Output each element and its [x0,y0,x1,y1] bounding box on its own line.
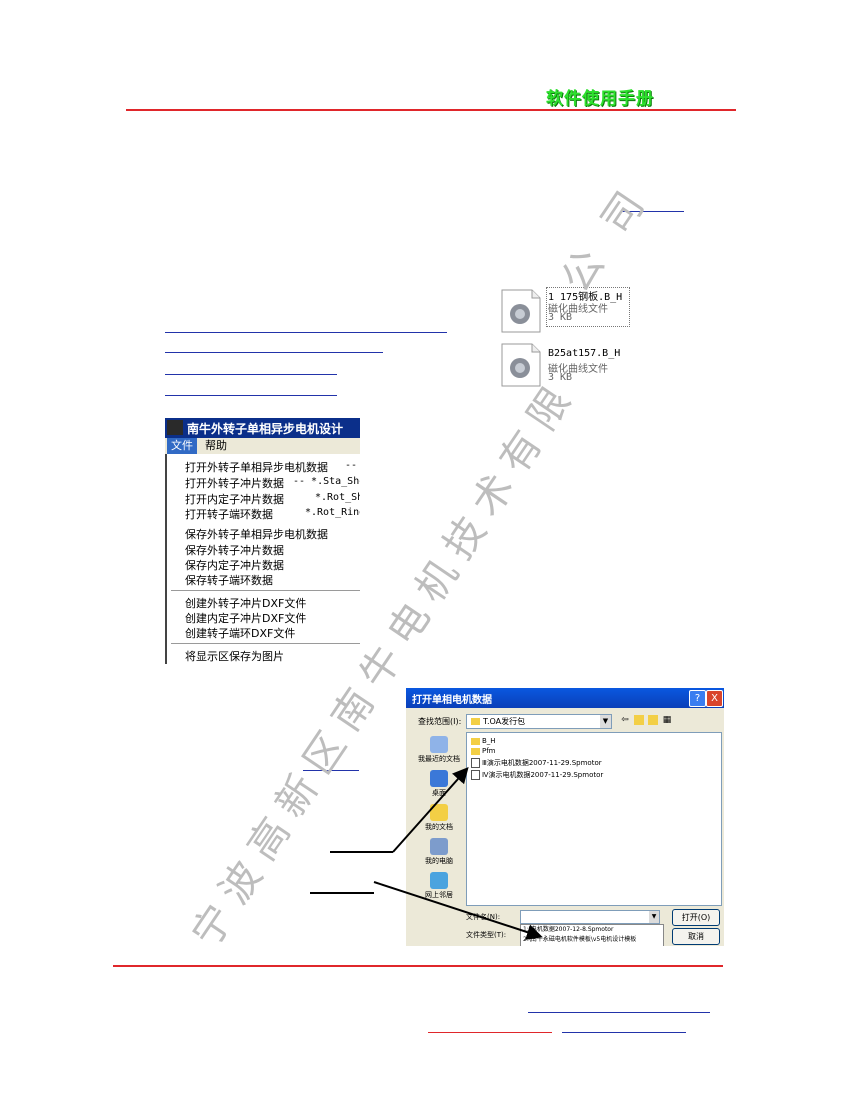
menu-item[interactable]: 创建内定子冲片DXF文件 [185,612,307,625]
menu-item[interactable]: 打开转子端环数据 [185,508,273,521]
computer-icon [430,838,448,855]
place-desktop[interactable]: 桌面 [416,770,462,798]
menu-item[interactable]: 创建转子端环DXF文件 [185,627,296,640]
network-icon [430,872,448,889]
link-underline[interactable] [165,352,383,353]
file-list: B_H Pfm Ⅲ演示电机数据2007-11-29.Spmotor Ⅳ演示电机数… [466,732,722,906]
look-in-label: 查找范围(I): [418,717,462,726]
history-item[interactable]: 2:\南牛永磁电机软件模板\v5电机设计模板 [523,936,637,943]
recent-icon [430,736,448,753]
filename-input[interactable]: ▼ [520,910,660,924]
filetype-label: 文件类型(T): [466,931,507,939]
footer-link-underline[interactable] [562,1032,686,1033]
list-item[interactable]: Pfm [471,747,496,755]
help-button[interactable]: ? [689,690,706,707]
menu-item[interactable]: 打开外转子单相异步电机数据 [185,461,328,474]
menu-item[interactable]: 保存转子端环数据 [185,574,273,587]
footer-rule [113,965,723,967]
dialog-title: 打开单相电机数据 [412,695,492,706]
menu-separator [171,643,360,644]
file-menu-dropdown: 打开外转子单相异步电机数据 -- *.WSpmotor 打开外转子冲片数据 --… [165,454,360,664]
menu-item-ext: -- *.WSpmotor [345,460,360,471]
footer-link-underline[interactable] [428,1032,552,1033]
app-icon [167,420,183,435]
file-item[interactable]: 1 175钢板.B_H 磁化曲线文件 3 KB [500,287,630,336]
filename-history-dropdown[interactable]: 1:\电机数据2007-12-8.Spmotor 2:\南牛永磁电机软件模板\v… [520,924,664,946]
selection-box [546,287,630,327]
folder-icon [471,718,480,725]
cancel-button[interactable]: 取消 [672,928,720,945]
place-computer[interactable]: 我的电脑 [416,838,462,866]
header-title: 软件使用手册 [546,89,654,109]
file-size: 3 KB [548,372,573,383]
desktop-icon [430,770,448,787]
close-button[interactable]: X [706,690,723,707]
menu-separator [171,590,360,591]
folder-icon [471,737,480,745]
file-size: 3 KB [548,312,573,323]
callout-arrow [373,881,543,940]
places-bar: 我最近的文档 桌面 我的文档 我的电脑 网上邻居 [416,732,462,904]
app-title: 南牛外转子单相异步电机设计 [187,422,344,436]
file-item[interactable]: B25at157.B_H 磁化曲线文件 3 KB [500,342,628,390]
menu-item[interactable]: 打开外转子冲片数据 [185,477,284,490]
footer-link-underline[interactable] [528,1012,710,1013]
history-item[interactable]: 1:\电机数据2007-12-8.Spmotor [523,926,614,933]
menu-file[interactable]: 文件 [167,438,197,454]
dialog-titlebar: 打开单相电机数据 ? X [406,688,724,708]
menu-item[interactable]: 保存外转子冲片数据 [185,544,284,557]
chevron-down-icon[interactable]: ▼ [649,911,659,923]
file-type: 磁化曲线文件 [548,304,608,315]
link-underline[interactable] [622,211,684,212]
menu-item[interactable]: 保存外转子单相异步电机数据 [185,528,328,541]
file-icon [471,770,480,780]
menu-item-ext: *.Rot_Ring [305,507,360,518]
callout-arrow [392,767,469,853]
list-item[interactable]: B_H [471,737,496,745]
open-file-dialog: 打开单相电机数据 ? X 查找范围(I): T.OA发行包 ▼ ⇦ ▦ 我最近的… [406,688,724,946]
file-type: 磁化曲线文件 [548,364,608,375]
view-menu-icon[interactable]: ▦ [662,715,672,725]
chevron-down-icon[interactable]: ▼ [600,715,611,728]
file-name: 1 175钢板.B_H [548,292,623,303]
header-rule [126,109,736,111]
menu-item[interactable]: 保存内定子冲片数据 [185,559,284,572]
bh-file-icon [501,289,541,333]
up-folder-icon[interactable] [634,715,644,725]
list-item[interactable]: Ⅲ演示电机数据2007-11-29.Spmotor [471,758,602,768]
place-network[interactable]: 网上邻居 [416,872,462,900]
file-menu-screenshot: 南牛外转子单相异步电机设计 文件 帮助 打开外转子单相异步电机数据 -- *.W… [165,418,360,664]
menu-item-ext: *.Rot_Sheet [315,492,360,503]
link-underline[interactable] [165,395,337,396]
documents-icon [430,804,448,821]
link-underline[interactable] [165,332,447,333]
menu-item[interactable]: 将显示区保存为图片 [185,650,284,663]
bh-file-icon [501,343,541,387]
menu-bar: 文件 帮助 [165,438,360,454]
open-button[interactable]: 打开(O) [672,909,720,926]
link-underline[interactable] [165,374,337,375]
app-titlebar: 南牛外转子单相异步电机设计 [165,418,360,438]
file-icon [471,758,480,768]
menu-item-ext: -- *.Sta_Sheet *.DSta_Sheet [293,476,360,487]
look-in-value: T.OA发行包 [483,717,526,726]
menu-item[interactable]: 创建外转子冲片DXF文件 [185,597,307,610]
folder-icon [471,747,480,755]
back-icon[interactable]: ⇦ [621,715,629,725]
list-item[interactable]: Ⅳ演示电机数据2007-11-29.Spmotor [471,770,603,780]
place-documents[interactable]: 我的文档 [416,804,462,832]
new-folder-icon[interactable] [648,715,658,725]
menu-help[interactable]: 帮助 [205,439,227,452]
menu-item[interactable]: 打开内定子冲片数据 [185,493,284,506]
file-name: B25at157.B_H [548,348,621,359]
link-underline[interactable] [303,770,359,771]
look-in-select[interactable]: T.OA发行包 ▼ [466,714,612,729]
place-recent[interactable]: 我最近的文档 [416,736,462,764]
